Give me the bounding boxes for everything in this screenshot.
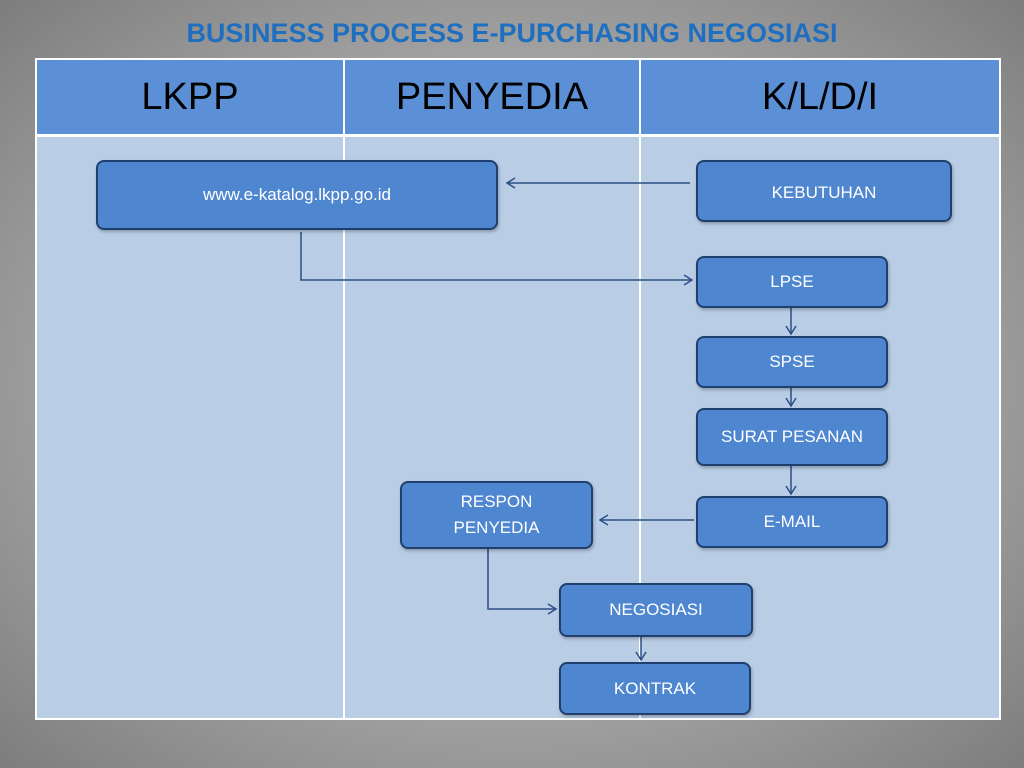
swimlane-table: [35, 58, 1001, 720]
lane-header-kldi: K/L/D/I: [641, 60, 999, 135]
node-email: E-MAIL: [696, 496, 888, 548]
page-title: BUSINESS PROCESS E-PURCHASING NEGOSIASI: [186, 18, 838, 48]
node-kebutuhan: KEBUTUHAN: [696, 160, 952, 222]
lane-header-lkpp: LKPP: [37, 60, 343, 135]
node-surat-pesanan: SURAT PESANAN: [696, 408, 888, 466]
node-kontrak: KONTRAK: [559, 662, 751, 715]
lane-header-penyedia: PENYEDIA: [345, 60, 639, 135]
node-negosiasi: NEGOSIASI: [559, 583, 753, 637]
node-ekatalog: www.e-katalog.lkpp.go.id: [96, 160, 498, 230]
lane-divider: [343, 58, 345, 720]
node-lpse: LPSE: [696, 256, 888, 308]
node-respon-penyedia: RESPON PENYEDIA: [400, 481, 593, 549]
node-spse: SPSE: [696, 336, 888, 388]
header-divider: [35, 134, 1001, 137]
lane-divider: [639, 58, 641, 720]
